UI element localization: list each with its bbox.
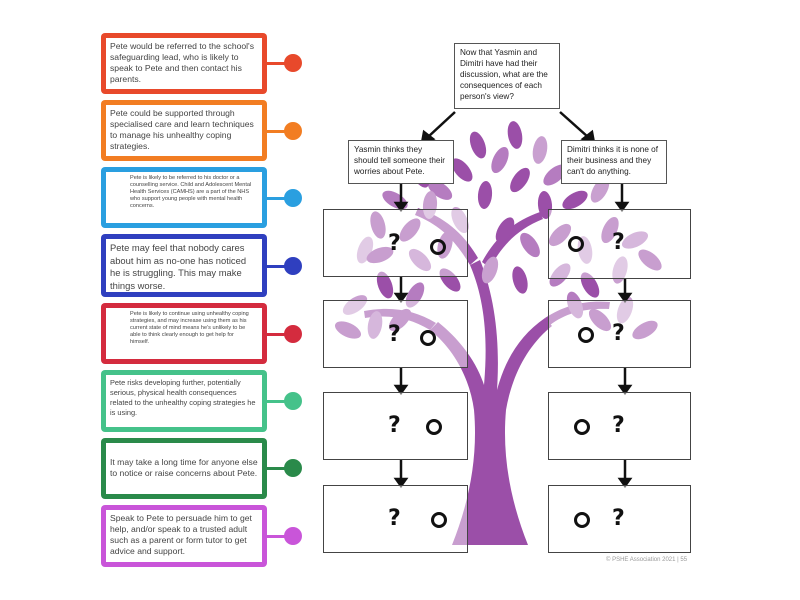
card-text: It may take a long time for anyone else … bbox=[106, 443, 262, 494]
drop-target-circle[interactable] bbox=[578, 327, 594, 343]
card-connector bbox=[267, 265, 287, 268]
question-mark: ? bbox=[388, 506, 401, 531]
drop-target-circle[interactable] bbox=[574, 419, 590, 435]
drop-target-circle[interactable] bbox=[426, 419, 442, 435]
card-connector bbox=[267, 400, 287, 403]
dimitri-consequence-box-3[interactable]: ? bbox=[548, 392, 691, 460]
card-speak-to-pete[interactable]: Speak to Pete to persuade him to get hel… bbox=[101, 505, 267, 567]
dimitri-consequence-box-2[interactable]: ? bbox=[548, 300, 691, 368]
card-text: Pete could be supported through speciali… bbox=[106, 105, 262, 156]
card-connector bbox=[267, 535, 287, 538]
card-physical-health[interactable]: Pete risks developing further, potential… bbox=[101, 370, 267, 432]
drop-target-circle[interactable] bbox=[574, 512, 590, 528]
card-handle[interactable] bbox=[284, 459, 302, 477]
yasmin-consequence-box-3[interactable]: ? bbox=[323, 392, 468, 460]
card-safeguarding[interactable]: Pete would be referred to the school's s… bbox=[101, 33, 267, 94]
card-handle[interactable] bbox=[284, 189, 302, 207]
card-text: Pete is likely to be referred to his doc… bbox=[106, 172, 262, 223]
question-mark: ? bbox=[388, 413, 401, 438]
card-connector bbox=[267, 130, 287, 133]
tree-leaves bbox=[334, 121, 662, 340]
card-handle[interactable] bbox=[284, 122, 302, 140]
drop-target-circle[interactable] bbox=[431, 512, 447, 528]
copyright-footer: © PSHE Association 2021 | 55 bbox=[606, 557, 688, 563]
question-mark: ? bbox=[388, 231, 401, 256]
card-nobody-cares[interactable]: Pete may feel that nobody cares about hi… bbox=[101, 234, 267, 297]
card-continue-unhealthy[interactable]: Pete is likely to continue using unhealt… bbox=[101, 303, 267, 364]
drop-target-circle[interactable] bbox=[568, 236, 584, 252]
question-box: Now that Yasmin and Dimitri have had the… bbox=[454, 43, 560, 109]
yasmin-consequence-box-1[interactable]: ? bbox=[323, 209, 468, 277]
card-text: Pete would be referred to the school's s… bbox=[106, 38, 262, 89]
question-mark: ? bbox=[612, 506, 625, 531]
card-text: Speak to Pete to persuade him to get hel… bbox=[106, 510, 262, 562]
card-connector bbox=[267, 467, 287, 470]
question-mark: ? bbox=[612, 230, 625, 255]
card-handle[interactable] bbox=[284, 257, 302, 275]
card-specialised-care[interactable]: Pete could be supported through speciali… bbox=[101, 100, 267, 161]
dimitri-view-box: Dimitri thinks it is none of their busin… bbox=[561, 140, 667, 184]
question-mark: ? bbox=[612, 413, 625, 438]
card-camhs[interactable]: Pete is likely to be referred to his doc… bbox=[101, 167, 267, 228]
yasmin-consequence-box-2[interactable]: ? bbox=[323, 300, 468, 368]
card-handle[interactable] bbox=[284, 392, 302, 410]
card-text: Pete may feel that nobody cares about hi… bbox=[106, 239, 262, 292]
drop-target-circle[interactable] bbox=[420, 330, 436, 346]
card-connector bbox=[267, 62, 287, 65]
yasmin-view-box: Yasmin thinks they should tell someone t… bbox=[348, 140, 454, 184]
dimitri-consequence-box-1[interactable]: ? bbox=[548, 209, 691, 279]
card-handle[interactable] bbox=[284, 527, 302, 545]
card-text: Pete is likely to continue using unhealt… bbox=[106, 308, 262, 359]
flow-arrows bbox=[393, 111, 633, 489]
yasmin-consequence-box-4[interactable]: ? bbox=[323, 485, 468, 553]
question-mark: ? bbox=[388, 322, 401, 347]
card-long-time[interactable]: It may take a long time for anyone else … bbox=[101, 438, 267, 499]
card-text: Pete risks developing further, potential… bbox=[106, 375, 262, 427]
card-handle[interactable] bbox=[284, 54, 302, 72]
card-connector bbox=[267, 197, 287, 200]
drop-target-circle[interactable] bbox=[430, 239, 446, 255]
card-connector bbox=[267, 333, 287, 336]
question-mark: ? bbox=[612, 321, 625, 346]
dimitri-consequence-box-4[interactable]: ? bbox=[548, 485, 691, 553]
card-handle[interactable] bbox=[284, 325, 302, 343]
